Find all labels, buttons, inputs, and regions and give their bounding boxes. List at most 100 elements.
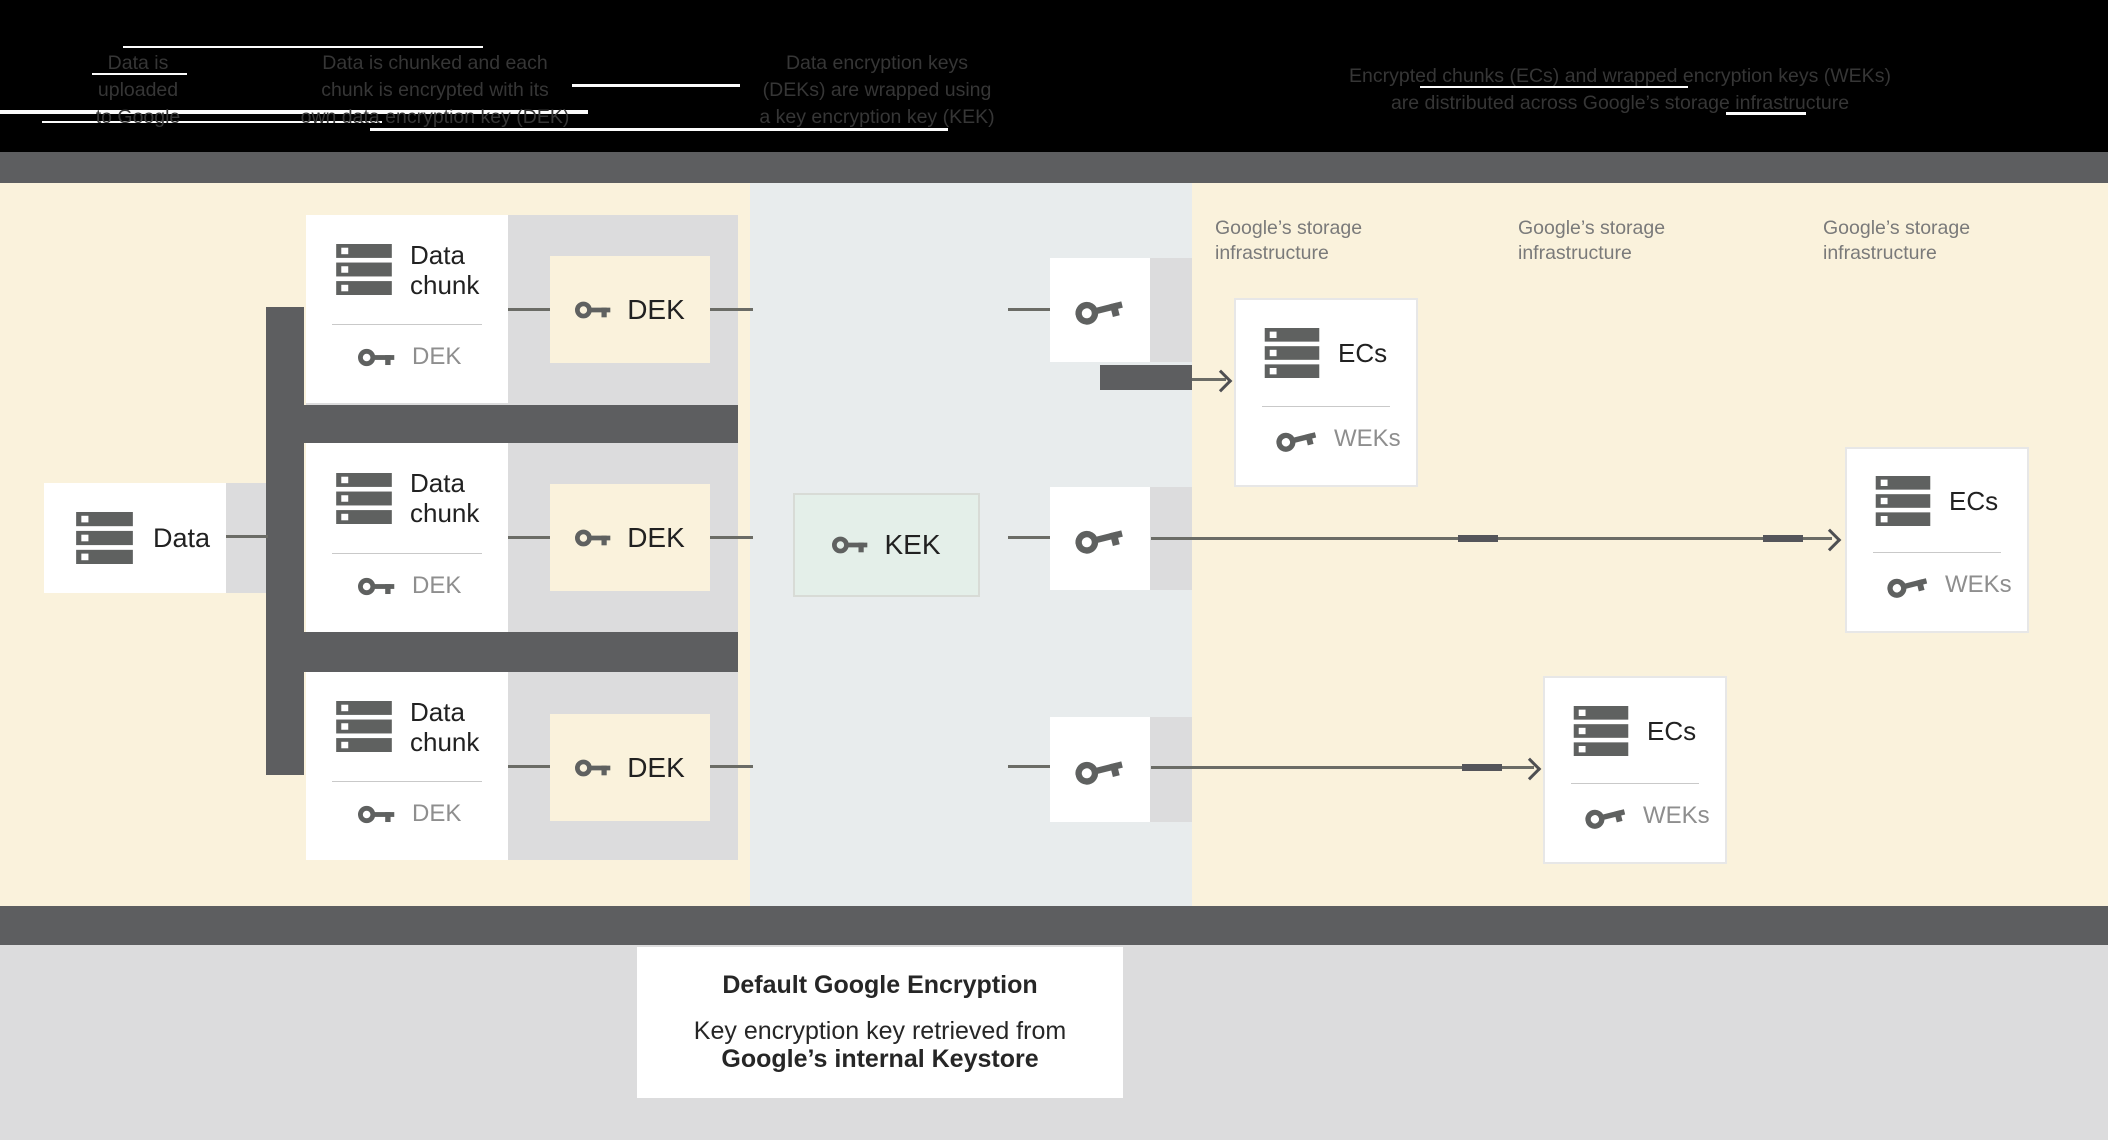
key-icon (1072, 518, 1128, 559)
ec-card-header: ECs (1847, 449, 2027, 552)
dek-box-1: DEK (550, 256, 710, 363)
data-box: Data (44, 483, 226, 593)
key-icon (575, 299, 612, 321)
ec-key-label: WEKs (1945, 571, 2012, 598)
connector-dek3-out (710, 765, 753, 768)
arrow-line-1 (1192, 378, 1226, 381)
storage-infra-label-3: Google’s storage infrastructure (1823, 217, 1971, 264)
key-icon (575, 757, 612, 779)
key-icon (358, 346, 396, 369)
chunk-card-header: Data chunk (306, 443, 508, 553)
step-line: own data encryption key (DEK) (300, 106, 570, 128)
caption-title: Default Google Encryption (722, 971, 1038, 999)
ec-card-1: ECs WEKs (1234, 298, 1418, 487)
ec-key-label: WEKs (1643, 802, 1710, 829)
chunk-card-key-row: DEK (306, 325, 508, 389)
arrow-tick (1458, 535, 1498, 542)
ec-key-label: WEKs (1334, 425, 1401, 452)
dek-box-3: DEK (550, 714, 710, 821)
divider (332, 781, 482, 782)
kek-box: KEK (793, 493, 980, 597)
key-icon (1885, 568, 1932, 602)
database-icon (1573, 706, 1629, 756)
wrapped-key-box-1 (1050, 258, 1150, 362)
chunk-card-key-row: DEK (306, 782, 508, 846)
arrow-tick (1763, 535, 1803, 542)
data-chunk-card-1: Data chunk DEK (306, 215, 508, 403)
connector-dek2-out (710, 536, 753, 539)
ec-card-3: ECs WEKs (1543, 676, 1727, 864)
top-divider-bar (0, 152, 2108, 183)
key-icon (1583, 799, 1630, 833)
caption-line: Key encryption key retrieved from (693, 1017, 1067, 1045)
caption-line: Google’s internal Keystore (721, 1045, 1039, 1073)
chunk-card-key-row: DEK (306, 554, 508, 618)
connector-chunk3-dek (508, 765, 550, 768)
connector-chunk2-dek (508, 536, 550, 539)
step-line: a key encryption key (KEK) (759, 106, 995, 128)
key-icon (832, 534, 869, 556)
pipe-bar-upper (266, 405, 738, 443)
connector-kek-wrap3 (1008, 765, 1050, 768)
dek-box-2: DEK (550, 484, 710, 591)
glitch-streak (42, 121, 382, 123)
key-icon (575, 527, 612, 549)
divider (1873, 552, 2001, 553)
chunk-title: Data chunk (410, 696, 480, 757)
key-icon (1072, 289, 1128, 330)
storage-infra-label-1: Google’s storage infrastructure (1215, 217, 1363, 264)
step-line: (DEKs) are wrapped using (762, 79, 992, 101)
ec-title: ECs (1647, 715, 1697, 746)
ec-card-2: ECs WEKs (1845, 447, 2029, 633)
storage-infra-label-2: Google’s storage infrastructure (1518, 217, 1666, 264)
glitch-streak (1420, 86, 1688, 88)
glitch-streak (92, 73, 187, 75)
header-band: Data is uploaded to Google Data is chunk… (0, 0, 2108, 152)
split-trunk (266, 307, 304, 775)
divider (1571, 783, 1699, 784)
step-line: Data encryption keys (785, 52, 969, 74)
wrapped-key-box-3 (1050, 717, 1150, 822)
step-line: Data is (107, 52, 169, 74)
divider (332, 324, 482, 325)
database-icon (1264, 328, 1320, 378)
database-icon (76, 512, 133, 564)
step-line: to Google (95, 106, 181, 128)
ec-card-key-row: WEKs (1236, 407, 1416, 471)
chunk-title: Data chunk (410, 239, 480, 300)
chunk-key-label: DEK (412, 343, 462, 370)
data-box-label: Data (153, 522, 211, 553)
chunk-key-label: DEK (412, 572, 462, 599)
pipe-bar-lower (266, 632, 738, 672)
chunk-key-label: DEK (412, 800, 462, 827)
key-icon (358, 803, 396, 826)
divider (332, 553, 482, 554)
database-icon (336, 473, 392, 524)
ec-title: ECs (1949, 485, 1999, 516)
chunk-title: Data chunk (410, 468, 480, 528)
step-line: Data is chunked and each (322, 52, 548, 74)
database-icon (1875, 476, 1931, 526)
ec-card-header: ECs (1545, 678, 1725, 783)
dek-label: DEK (627, 521, 685, 553)
step-line: Encrypted chunks (ECs) and wrapped encry… (1349, 65, 1891, 87)
data-chunk-card-3: Data chunk DEK (306, 672, 508, 860)
step-caption-chunking: Data is chunked and each chunk is encryp… (285, 50, 585, 131)
arrow-tick (1462, 764, 1502, 771)
database-icon (336, 244, 392, 295)
divider (1262, 406, 1390, 407)
glitch-streak (370, 128, 948, 131)
step-line: are distributed across Google’s storage … (1390, 92, 1850, 114)
chunk-card-header: Data chunk (306, 215, 508, 324)
caption-box: Default Google Encryption Key encryption… (637, 947, 1123, 1098)
step-caption-wrapping: Data encryption keys (DEKs) are wrapped … (727, 50, 1027, 131)
connector-kek-wrap1 (1008, 308, 1050, 311)
connector-kek-wrap2 (1008, 536, 1050, 539)
glitch-streak (0, 110, 588, 114)
ec-card-key-row: WEKs (1847, 553, 2027, 617)
wrapped-key-box-2 (1050, 487, 1150, 590)
arrow-line-3 (1151, 766, 1534, 769)
chunk-card-header: Data chunk (306, 672, 508, 781)
key-box-strip-1 (1150, 258, 1192, 362)
